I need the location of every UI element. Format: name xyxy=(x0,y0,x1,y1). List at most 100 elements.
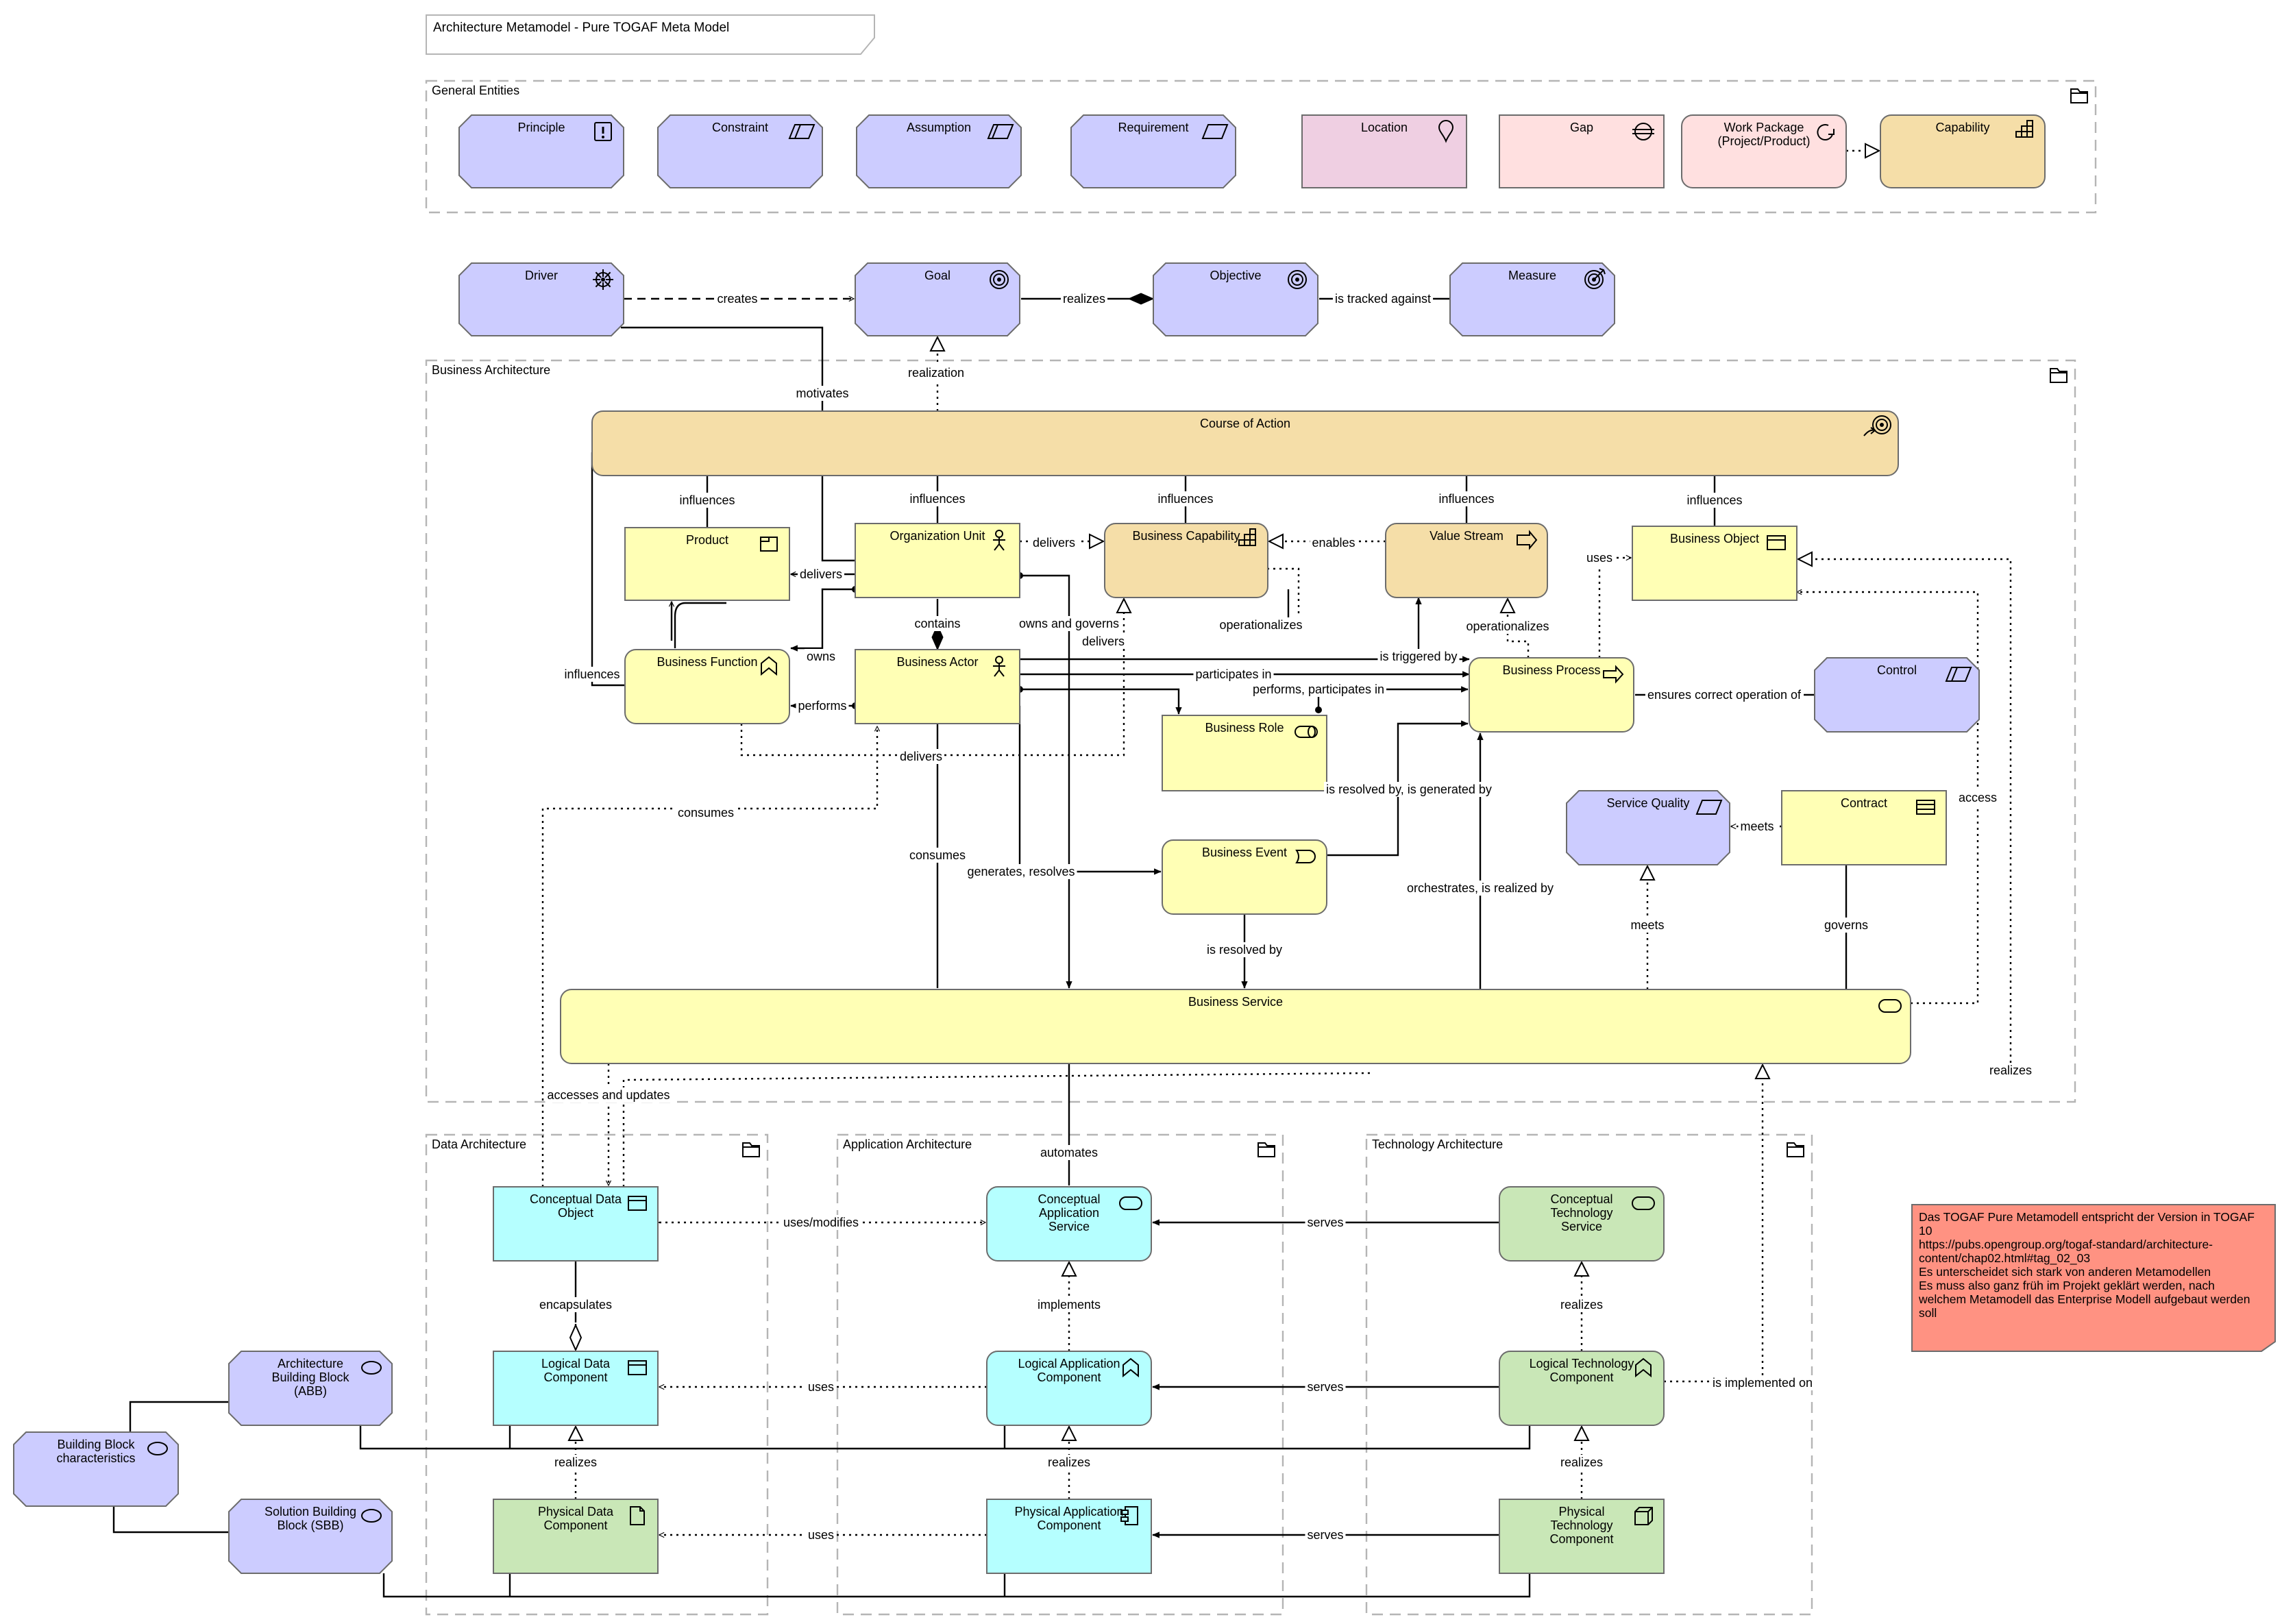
element-measure[interactable]: Measure xyxy=(1449,262,1615,336)
element-capability[interactable]: Capability xyxy=(1880,114,2046,188)
element-driver[interactable]: Driver xyxy=(458,262,624,336)
goal-icon xyxy=(990,270,1009,289)
element-label: Location xyxy=(1361,121,1408,134)
element-control[interactable]: Control xyxy=(1814,657,1980,733)
svg-text:is tracked against: is tracked against xyxy=(1335,292,1431,306)
note-line: Es muss also ganz früh im Projekt geklär… xyxy=(1919,1279,2215,1292)
element-bizprocess[interactable]: Business Process xyxy=(1469,657,1634,733)
svg-text:ensures correct operation of: ensures correct operation of xyxy=(1647,688,1802,702)
note[interactable]: Das TOGAF Pure Metamodell entspricht der… xyxy=(1911,1204,2276,1352)
relationship-line[interactable] xyxy=(1016,572,1072,989)
driver-icon xyxy=(593,269,613,290)
element-bizobject[interactable]: Business Object xyxy=(1632,526,1798,601)
element-workpackage[interactable]: Work Package(Project/Product) xyxy=(1681,114,1847,188)
svg-text:meets: meets xyxy=(1630,918,1664,932)
relationship-line[interactable] xyxy=(1598,558,1631,658)
element-courseofaction[interactable]: Course of Action xyxy=(591,410,1899,476)
element-goal[interactable]: Goal xyxy=(855,262,1020,336)
svg-text:realizes: realizes xyxy=(1560,1455,1603,1469)
relationship-line[interactable] xyxy=(112,1506,229,1534)
group-tech[interactable]: Technology Architecture xyxy=(1365,1133,1813,1616)
element-bizcapability[interactable]: Business Capability xyxy=(1104,523,1268,598)
relationship-line[interactable] xyxy=(740,599,1124,756)
relationship-line[interactable] xyxy=(541,726,877,1187)
svg-text:implements: implements xyxy=(1038,1298,1101,1312)
element-bizservice[interactable]: Business Service xyxy=(560,989,1911,1064)
svg-text:creates: creates xyxy=(717,292,757,306)
element-valuestream[interactable]: Value Stream xyxy=(1385,523,1548,598)
relationship-line[interactable] xyxy=(674,602,726,648)
element-product[interactable]: Product xyxy=(624,527,790,601)
group-general[interactable]: General Entities xyxy=(425,79,2097,214)
svg-text:serves: serves xyxy=(1307,1528,1343,1542)
relationship-label-operationalizes-cap: operationalizes xyxy=(1217,617,1305,632)
group-label: Application Architecture xyxy=(843,1137,972,1151)
element-contract[interactable]: Contract xyxy=(1781,790,1947,865)
element-bizfunction[interactable]: Business Function xyxy=(624,649,790,724)
relationship-line[interactable] xyxy=(622,1072,1371,1187)
diagram-title: Architecture Metamodel - Pure TOGAF Meta… xyxy=(433,21,729,35)
svg-text:contains: contains xyxy=(914,617,960,630)
relationship-label-contains: contains xyxy=(912,616,963,631)
svg-text:influences: influences xyxy=(1438,492,1494,506)
relationship-line[interactable] xyxy=(1508,599,1530,658)
group-app[interactable]: Application Architecture xyxy=(836,1133,1284,1616)
relationship-line[interactable] xyxy=(1664,1065,1763,1383)
element-requirement[interactable]: Requirement xyxy=(1070,114,1236,188)
element-bizevent[interactable]: Business Event xyxy=(1162,839,1327,915)
relationship-line[interactable] xyxy=(382,1573,1531,1598)
element-constraint[interactable]: Constraint xyxy=(657,114,823,188)
relationship-line[interactable] xyxy=(359,1425,1531,1450)
svg-text:influences: influences xyxy=(564,667,619,681)
svg-text:realizes: realizes xyxy=(1063,292,1105,306)
element-bizactor[interactable]: Business Actor xyxy=(855,649,1020,724)
relationship-label-resolved-by: is resolved by xyxy=(1204,942,1285,957)
gap-icon xyxy=(1632,123,1654,140)
svg-text:delivers: delivers xyxy=(800,567,842,581)
svg-text:realizes: realizes xyxy=(1989,1063,2032,1077)
relationship-line[interactable] xyxy=(591,452,625,687)
relationship-line[interactable] xyxy=(790,586,859,652)
element-label: Assumption xyxy=(907,121,971,134)
element-label: Business Actor xyxy=(896,655,978,669)
relationship-line[interactable] xyxy=(1016,686,1182,715)
element-gap[interactable]: Gap xyxy=(1499,114,1665,188)
element-objective[interactable]: Objective xyxy=(1153,262,1318,336)
requirement-icon xyxy=(1695,800,1723,815)
element-location[interactable]: Location xyxy=(1301,114,1467,188)
group-data[interactable]: Data Architecture xyxy=(425,1133,769,1616)
element-principle[interactable]: Principle xyxy=(458,114,624,188)
group-business[interactable]: Business Architecture xyxy=(425,359,2076,1103)
svg-text:uses: uses xyxy=(808,1380,834,1394)
function-icon xyxy=(1635,1357,1652,1378)
relationship-label-performs: performs xyxy=(796,698,849,713)
relationship-label-encapsulates: encapsulates xyxy=(537,1297,615,1312)
relationship-line[interactable] xyxy=(1018,706,1162,875)
element-orgunit[interactable]: Organization Unit xyxy=(855,523,1020,598)
element-bizrole[interactable]: Business Role xyxy=(1162,715,1327,791)
element-assumption[interactable]: Assumption xyxy=(856,114,1022,188)
svg-text:governs: governs xyxy=(1824,918,1868,932)
elements-layer: Principle Constraint Assumption Requirement… xyxy=(13,114,2046,1574)
element-servicequality[interactable]: Service Quality xyxy=(1566,790,1730,865)
svg-text:consumes: consumes xyxy=(909,848,966,862)
svg-text:influences: influences xyxy=(1157,492,1213,506)
svg-text:access: access xyxy=(1959,791,1997,804)
relationship-line[interactable] xyxy=(129,1401,229,1432)
